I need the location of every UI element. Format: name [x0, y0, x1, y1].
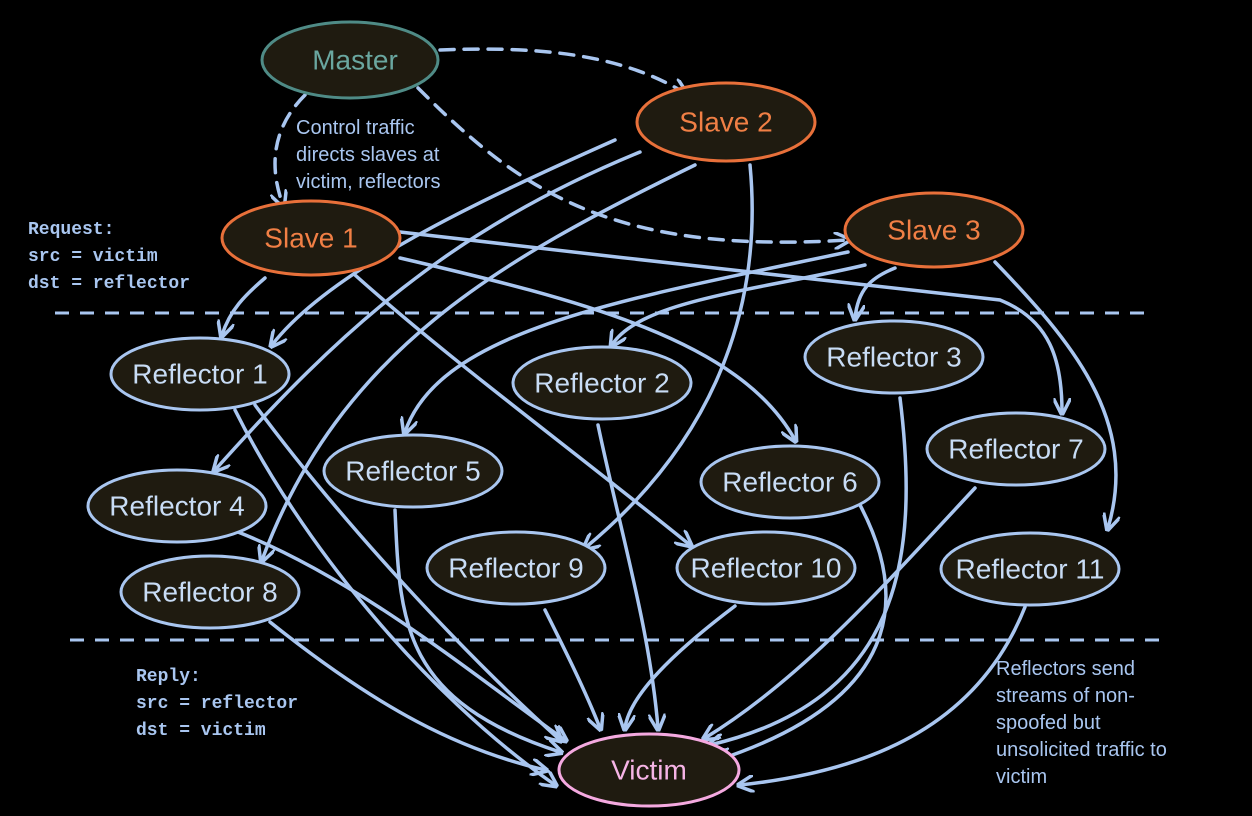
reflector11-label: Reflector 11 [956, 554, 1105, 585]
reflector-node-5: Reflector 5 [322, 433, 504, 509]
reflector10-label: Reflector 10 [691, 553, 842, 584]
reply-note-line: src = reflector [136, 694, 299, 714]
request-edge-slave2-r9 [585, 163, 754, 548]
reflector3-label: Reflector 3 [826, 342, 961, 373]
request-note-line: dst = reflector [28, 274, 191, 294]
reflector-node-9: Reflector 9 [425, 530, 607, 606]
control-note-line: Control traffic [296, 117, 415, 139]
slave-node-2: Slave 2 [635, 81, 817, 163]
control-edge-master-slave3 [416, 86, 848, 242]
reply-edge-r5-victim [393, 508, 560, 752]
request-edge-slave3-r11 [993, 260, 1116, 528]
victim-node: Victim [557, 732, 741, 808]
master-label: Master [312, 45, 398, 76]
reflector8-label: Reflector 8 [142, 577, 277, 608]
request-edge-slave3-r2 [612, 263, 867, 345]
request-note-line: src = victim [28, 247, 158, 267]
reflectors-note-line: Reflectors send [996, 658, 1135, 680]
master-node: Master [260, 20, 440, 100]
slave-node-1: Slave 1 [220, 199, 402, 277]
reflector-node-2: Reflector 2 [511, 345, 693, 421]
reflector2-label: Reflector 2 [534, 368, 669, 399]
request-edge-slave2-r4 [215, 150, 642, 470]
victim-label: Victim [611, 755, 687, 786]
reflector-node-7: Reflector 7 [925, 411, 1107, 487]
control-note-line: victim, reflectors [296, 171, 441, 193]
control-note-line: directs slaves at [296, 144, 440, 166]
reflector-node-1: Reflector 1 [109, 336, 291, 412]
reflector9-label: Reflector 9 [448, 553, 583, 584]
reflector-node-4: Reflector 4 [86, 468, 268, 544]
slave3-label: Slave 3 [887, 215, 980, 246]
reflector-node-3: Reflector 3 [803, 319, 985, 395]
reply-edge-r1b-victim [253, 403, 560, 740]
request-edge-slave3-r5 [405, 250, 850, 432]
control-traffic-note: Control traffic directs slaves at victim… [296, 115, 440, 196]
request-note: Request: src = victim dst = reflector [28, 217, 190, 298]
request-note-line: Request: [28, 220, 115, 240]
reflector-node-8: Reflector 8 [119, 554, 301, 630]
reply-edge-r6-victim [718, 503, 888, 760]
reply-note-line: dst = victim [136, 721, 266, 741]
reply-edge-r4-victim [236, 530, 565, 740]
reflectors-note-line: unsolicited traffic to [996, 739, 1167, 761]
reply-edge-r2-victim [596, 423, 658, 728]
reply-edge-r8-victim [268, 620, 545, 770]
slave-node-3: Slave 3 [843, 191, 1025, 269]
reply-edge-r9-victim [543, 608, 600, 728]
reflector4-label: Reflector 4 [109, 491, 244, 522]
slave1-label: Slave 1 [264, 223, 357, 254]
reflector-node-10: Reflector 10 [675, 530, 857, 606]
reply-edge-r10-victim [625, 604, 737, 728]
control-edge-master-slave2 [438, 47, 685, 93]
request-edge-slave1-r1 [222, 276, 267, 335]
request-edge-slave1-r6 [398, 256, 795, 440]
reflectors-note-line: streams of non- [996, 685, 1135, 707]
control-edge-master-slave1 [275, 93, 307, 205]
reflector6-label: Reflector 6 [722, 467, 857, 498]
slave2-label: Slave 2 [679, 107, 772, 138]
request-edge-slave2-r8 [262, 163, 697, 560]
reflector5-label: Reflector 5 [345, 456, 480, 487]
reply-edge-r7-victim [705, 486, 977, 738]
reply-edge-r1-victim [233, 408, 555, 785]
request-edge-slave3-r3 [855, 266, 897, 318]
reply-edge-r11-victim [740, 605, 1027, 785]
request-edge-slave1-r7 [398, 230, 1062, 412]
reply-note: Reply: src = reflector dst = victim [136, 664, 298, 745]
request-edge-slave1-r10 [353, 273, 690, 545]
reflector7-label: Reflector 7 [948, 434, 1083, 465]
reflector-node-6: Reflector 6 [699, 444, 881, 520]
reflector1-label: Reflector 1 [132, 359, 267, 390]
reflectors-note-line: victim [996, 766, 1048, 788]
request-edge-slave2-r1 [272, 138, 617, 345]
reflectors-note-line: spoofed but [996, 712, 1101, 734]
reply-note-line: Reply: [136, 667, 201, 687]
reflector-node-11: Reflector 11 [939, 531, 1121, 607]
reflectors-send-note: Reflectors send streams of non- spoofed … [996, 656, 1167, 791]
